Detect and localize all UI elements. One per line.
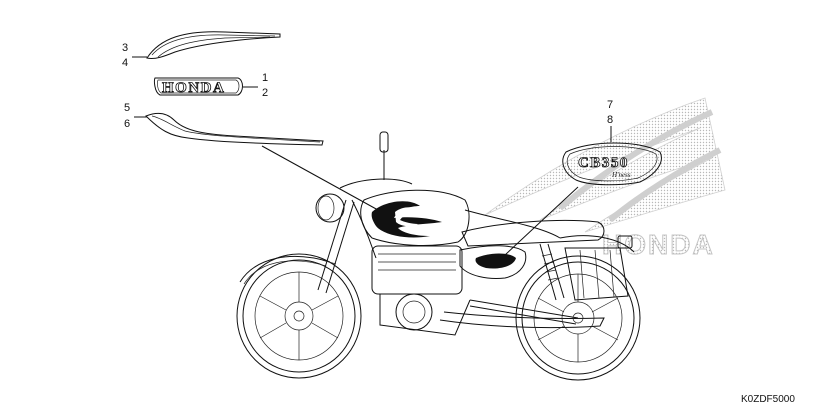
honda-wing-watermark: [484, 97, 726, 233]
callout-5: 5: [124, 102, 130, 114]
honda-wordmark-watermark: HONDA: [602, 229, 715, 260]
callout-3: 3: [122, 42, 128, 54]
tank-emblem-decal: CB350 H'ness: [562, 142, 662, 186]
callout-4: 4: [122, 57, 128, 69]
callout-2: 2: [262, 87, 268, 99]
stripe-decal-upper: [146, 31, 281, 59]
honda-emblem-decal: HONDA: [154, 77, 243, 96]
callout-7: 7: [607, 99, 613, 111]
motorcycle-illustration: [236, 131, 641, 381]
leader-stripe-to-tank: [261, 145, 379, 211]
cb350-emblem-text: CB350: [578, 155, 629, 171]
honda-emblem-text: HONDA: [162, 80, 225, 96]
diagram-code: K0ZDF5000: [741, 394, 795, 405]
callout-6: 6: [124, 118, 130, 130]
stripe-decal-lower: [145, 112, 324, 146]
callout-8: 8: [607, 114, 613, 126]
callout-1: 1: [262, 72, 268, 84]
hness-script-text: H'ness: [611, 171, 631, 179]
